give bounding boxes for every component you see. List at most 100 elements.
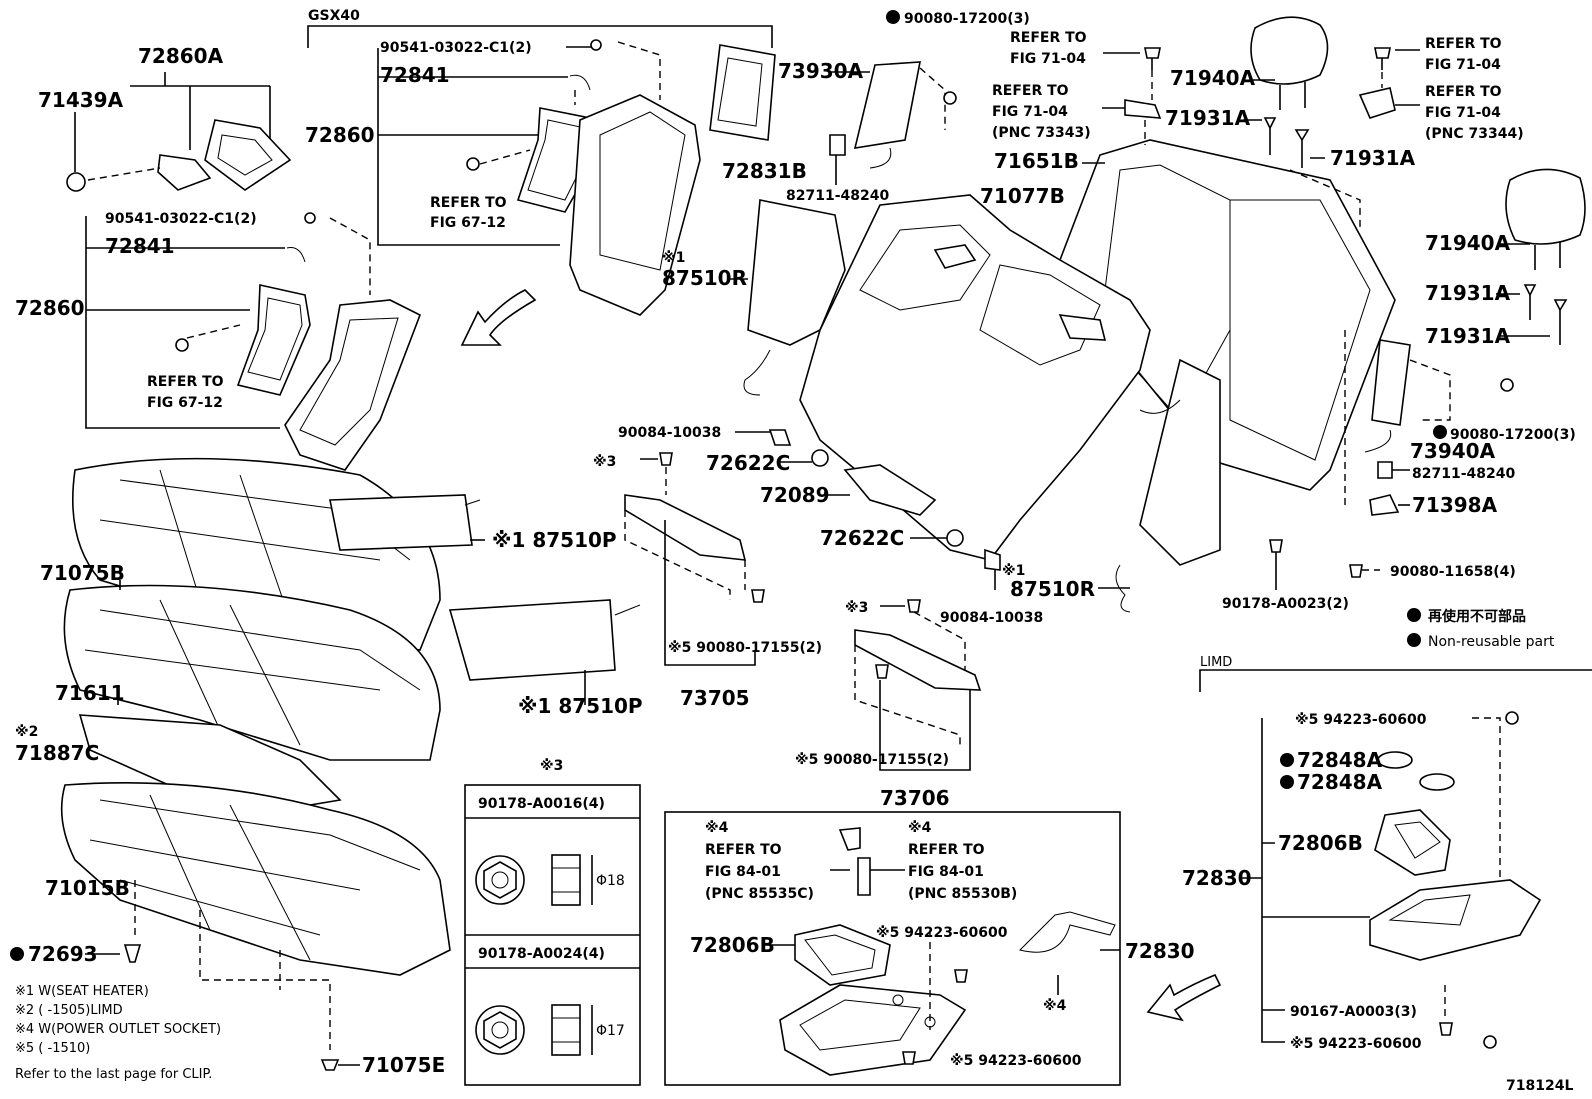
label-90541-lower: 90541-03022-C1(2) bbox=[105, 211, 257, 227]
nut-90178-A0023 bbox=[1269, 539, 1380, 590]
label-90167: 90167-A0003(3) bbox=[1290, 1004, 1417, 1020]
label-ref71b-3: (PNC 73343) bbox=[992, 125, 1091, 141]
figure-code: 718124L bbox=[1506, 1078, 1573, 1094]
label-71077B: 71077B bbox=[980, 184, 1065, 208]
footnote-5: ※5 ( -1510) bbox=[15, 1041, 90, 1056]
label-73930A: 73930A bbox=[778, 59, 864, 83]
label-note3-c: ※3 bbox=[540, 758, 563, 774]
label-72848A-a: 72848A bbox=[1297, 748, 1383, 772]
label-box1-title: 90178-A0016(4) bbox=[478, 796, 605, 812]
nut-detail-boxes bbox=[464, 784, 641, 1086]
hinge-72089 bbox=[735, 429, 1131, 613]
label-87510R-lower: 87510R bbox=[1010, 577, 1095, 601]
limd-bracket bbox=[1199, 669, 1592, 692]
label-ref84a-0: ※4 bbox=[705, 820, 729, 836]
label-90080-17200-right: 90080-17200(3) bbox=[1450, 427, 1576, 443]
label-72806B-a: 72806B bbox=[690, 933, 775, 957]
footnote-1: ※1 W(SEAT HEATER) bbox=[15, 984, 149, 999]
label-refer67-upper-1: REFER TO bbox=[430, 195, 507, 211]
gsx40-bracket bbox=[307, 25, 773, 48]
label-ref71c-1: REFER TO bbox=[1425, 36, 1502, 52]
label-ref71b-2: FIG 71-04 bbox=[992, 104, 1068, 120]
label-box1-dim: Φ18 bbox=[596, 873, 625, 889]
label-ref84b-2: FIG 84-01 bbox=[908, 864, 984, 880]
label-limd: LIMD bbox=[1200, 655, 1232, 670]
label-71940A-upper: 71940A bbox=[1170, 66, 1256, 90]
label-71398A: 71398A bbox=[1412, 493, 1498, 517]
label-72860A: 72860A bbox=[138, 44, 224, 68]
label-gsx40: GSX40 bbox=[308, 8, 360, 24]
seat-cushion-group bbox=[60, 457, 641, 1071]
label-94223-c: ※5 94223-60600 bbox=[1295, 712, 1427, 728]
module-73930A bbox=[829, 61, 957, 185]
label-ref71c-2: FIG 71-04 bbox=[1425, 57, 1501, 73]
headrest-lower bbox=[1496, 168, 1586, 345]
label-refer67-upper-2: FIG 67-12 bbox=[430, 215, 506, 231]
label-94223-b: ※5 94223-60600 bbox=[950, 1053, 1082, 1069]
label-ref71a-2: FIG 71-04 bbox=[1010, 51, 1086, 67]
label-73705: 73705 bbox=[680, 686, 750, 710]
seatback-lid-lower bbox=[85, 212, 422, 471]
limd-armrest-group bbox=[1240, 711, 1542, 1049]
label-ref71d-2: FIG 71-04 bbox=[1425, 105, 1501, 121]
armrest-detail-box bbox=[664, 811, 1121, 1086]
label-73940A: 73940A bbox=[1410, 439, 1496, 463]
label-72089: 72089 bbox=[760, 483, 830, 507]
label-94223-d: ※5 94223-60600 bbox=[1290, 1036, 1422, 1052]
label-ref71d-3: (PNC 73344) bbox=[1425, 126, 1524, 142]
label-72806B-b: 72806B bbox=[1278, 831, 1363, 855]
label-ref71a-1: REFER TO bbox=[1010, 30, 1087, 46]
label-71651B: 71651B bbox=[994, 149, 1079, 173]
label-72860-upper: 72860 bbox=[305, 123, 375, 147]
label-90080-17155-b: ※5 90080-17155(2) bbox=[795, 752, 949, 768]
label-82711-upper: 82711-48240 bbox=[786, 188, 889, 204]
bracket-73705 bbox=[624, 452, 765, 666]
label-ref84b-1: REFER TO bbox=[908, 842, 985, 858]
label-71931A-b: 71931A bbox=[1330, 146, 1416, 170]
label-ref71d-1: REFER TO bbox=[1425, 84, 1502, 100]
bullet-icon-72693 bbox=[10, 947, 24, 961]
footnote-2: ※2 ( -1505)LIMD bbox=[15, 1003, 123, 1018]
legend-bullet-icon-2 bbox=[1407, 633, 1421, 647]
label-90080-17200-top: 90080-17200(3) bbox=[904, 11, 1030, 27]
label-refer67-lower-2: FIG 67-12 bbox=[147, 395, 223, 411]
label-72831B: 72831B bbox=[722, 159, 807, 183]
bullet-icon bbox=[886, 10, 900, 24]
label-box2-title: 90178-A0024(4) bbox=[478, 946, 605, 962]
label-72860-lower: 72860 bbox=[15, 296, 85, 320]
headrest-upper bbox=[1243, 16, 1329, 168]
label-71611: 71611 bbox=[55, 681, 125, 705]
label-73706: 73706 bbox=[880, 786, 950, 810]
label-90541-upper: 90541-03022-C1(2) bbox=[380, 40, 532, 56]
legend-en: Non-reusable part bbox=[1428, 634, 1555, 650]
legend-jp: 再使用不可部品 bbox=[1428, 608, 1526, 625]
module-73940A bbox=[1344, 330, 1514, 516]
label-72841-lower: 72841 bbox=[105, 234, 175, 258]
label-87510R-upper: 87510R bbox=[662, 266, 747, 290]
label-71931A-c: 71931A bbox=[1425, 281, 1511, 305]
label-71015B: 71015B bbox=[45, 876, 130, 900]
label-ref84b-0: ※4 bbox=[908, 820, 932, 836]
label-71887C: 71887C bbox=[15, 741, 99, 765]
seatback-lid-upper bbox=[377, 39, 776, 316]
label-note3-a: ※3 bbox=[593, 454, 616, 470]
label-71075B: 71075B bbox=[40, 561, 125, 585]
bullet-icon-2 bbox=[1433, 425, 1447, 439]
bolt-refer-71-04-right bbox=[1358, 47, 1420, 119]
label-90080-17155-a: ※5 90080-17155(2) bbox=[668, 640, 822, 656]
label-note1-upper: ※1 bbox=[662, 250, 685, 266]
label-71931A-d: 71931A bbox=[1425, 324, 1511, 348]
label-90084-lower: 90084-10038 bbox=[940, 610, 1043, 626]
label-72693: 72693 bbox=[28, 942, 98, 966]
footnote-4: ※4 W(POWER OUTLET SOCKET) bbox=[15, 1022, 221, 1037]
label-71439A: 71439A bbox=[38, 88, 124, 112]
footnote-clip: Refer to the last page for CLIP. bbox=[15, 1067, 212, 1082]
bullet-icon-72848A-b bbox=[1280, 775, 1294, 789]
label-ref71b-1: REFER TO bbox=[992, 83, 1069, 99]
label-box2-dim: Φ17 bbox=[596, 1023, 625, 1039]
label-note2: ※2 bbox=[15, 724, 38, 740]
bolt-refer-71-04 bbox=[1102, 47, 1162, 119]
legend-bullet-icon bbox=[1407, 608, 1421, 622]
label-refer67-lower-1: REFER TO bbox=[147, 374, 224, 390]
